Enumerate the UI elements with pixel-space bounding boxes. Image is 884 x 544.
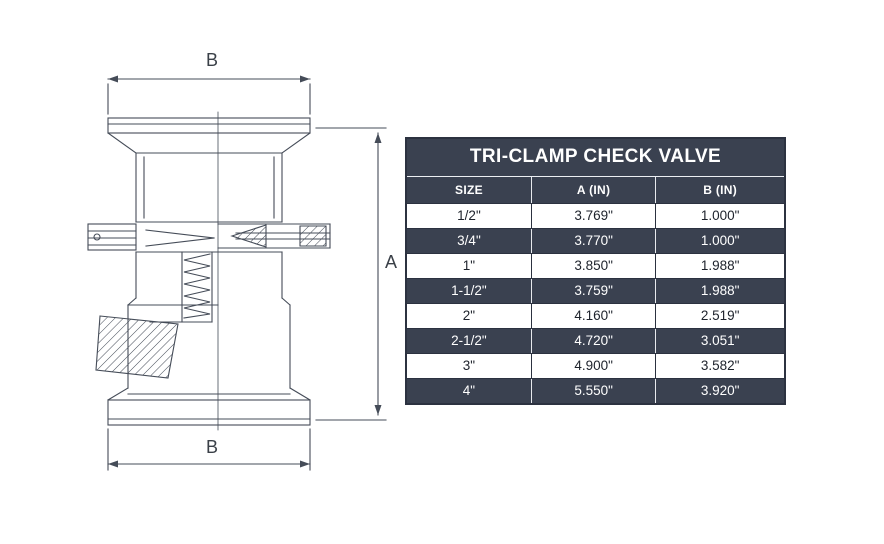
cell-size: 3" [407, 353, 532, 379]
col-header-a: A (IN) [531, 177, 657, 204]
spring [149, 251, 213, 323]
table-row: 1-1/2" 3.759" 1.988" [407, 278, 784, 304]
cell-b: 1.988" [655, 253, 784, 279]
cell-size: 3/4" [407, 228, 532, 254]
lower-body [95, 251, 311, 401]
table-row: 2-1/2" 4.720" 3.051" [407, 328, 784, 354]
dimension-a: A [315, 127, 397, 421]
cell-b: 1.988" [655, 278, 784, 304]
top-ferrule [107, 117, 311, 223]
cell-size: 1" [407, 253, 532, 279]
cell-b: 1.000" [655, 203, 784, 229]
cell-a: 3.769" [531, 203, 657, 229]
dimension-b-bottom: B [107, 428, 311, 471]
table-row: 1/2" 3.769" 1.000" [407, 203, 784, 229]
cell-b: 3.920" [700, 383, 740, 399]
cell-a: 4.160" [531, 303, 657, 329]
table-row: 3" 4.900" 3.582" [407, 353, 784, 379]
cell-size: 1-1/2" [407, 278, 532, 304]
table-row: 4" 5.550" 3.920" [407, 378, 784, 403]
table-row: 3/4" 3.770" 1.000" [407, 228, 784, 254]
cell-a: 5.550" [531, 378, 657, 403]
col-header-b: B (IN) [655, 177, 784, 204]
table-title: TRI-CLAMP CHECK VALVE [407, 139, 784, 177]
table-row: 1" 3.850" 1.988" [407, 253, 784, 279]
dimension-table: SIZE A (IN) B (IN) 1/2" 3.769" 1.000" 3/… [407, 177, 784, 403]
bottom-ferrule [107, 399, 311, 426]
cell-a: 3.850" [531, 253, 657, 279]
mid-clamp-joint [87, 221, 283, 253]
spec-table: TRI-CLAMP CHECK VALVE SIZE A (IN) B (IN)… [405, 137, 786, 405]
poppet-assembly [217, 223, 331, 249]
dim-label-b-bottom: B [206, 437, 218, 457]
cell-size: 2-1/2" [407, 328, 532, 354]
dim-label-a: A [385, 252, 397, 272]
table-header-row: SIZE A (IN) B (IN) [407, 177, 784, 204]
cell-b: 2.519" [655, 303, 784, 329]
valve-technical-drawing: B A B [87, 50, 397, 471]
cell-b: 3.582" [655, 353, 784, 379]
dimension-b-top: B [107, 50, 311, 115]
cell-b: 3.051" [655, 328, 784, 354]
cell-b: 1.000" [655, 228, 784, 254]
section-hatch [95, 315, 179, 379]
col-header-size: SIZE [407, 177, 532, 204]
cell-a: 3.759" [531, 278, 657, 304]
cell-size: 2" [407, 303, 532, 329]
cell-size: 4" [407, 378, 532, 403]
dim-label-b-top: B [206, 50, 218, 70]
cell-a: 3.770" [531, 228, 657, 254]
cell-a: 4.720" [531, 328, 657, 354]
cell-a: 4.900" [531, 353, 657, 379]
cell-size: 1/2" [407, 203, 532, 229]
table-row: 2" 4.160" 2.519" [407, 303, 784, 329]
